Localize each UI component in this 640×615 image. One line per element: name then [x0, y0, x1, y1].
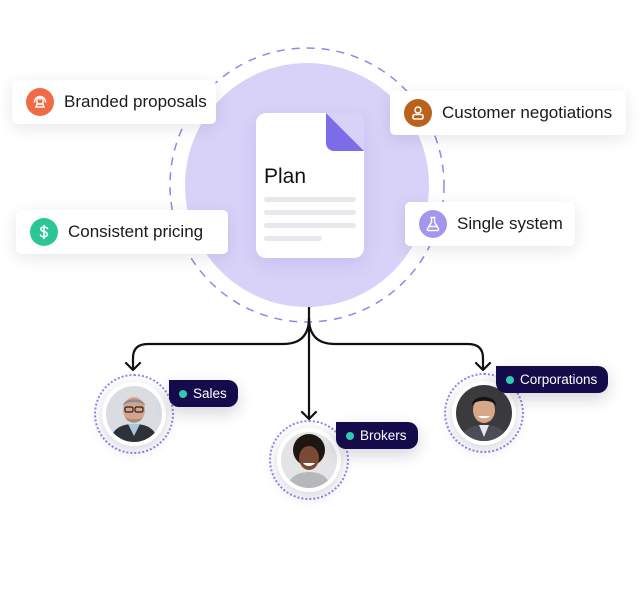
sales-avatar: [102, 382, 166, 446]
audience-tag-brokers: Brokers: [336, 422, 418, 449]
status-dot-icon: [179, 389, 187, 398]
feature-label: Customer negotiations: [442, 103, 613, 122]
document-line: [264, 236, 322, 241]
feature-chip-customer-negotiations: Customer negotiations: [390, 91, 626, 135]
support-agent-icon: [26, 88, 54, 116]
arrow-to-sales: [131, 317, 311, 370]
feature-label: Consistent pricing: [68, 222, 204, 241]
plan-document-card: Plan: [256, 113, 364, 258]
audience-tag-sales: Sales: [169, 380, 238, 407]
feature-chip-branded-proposals: Branded proposals: [12, 80, 216, 124]
corporations-avatar: [452, 381, 516, 445]
arrowhead-corporations-icon: [474, 361, 492, 372]
document-title: Plan: [264, 165, 307, 188]
feature-chip-single-system: Single system: [405, 202, 575, 246]
feature-label: Single system: [457, 214, 563, 233]
audience-label: Brokers: [360, 428, 407, 443]
person-photo-icon: [456, 385, 512, 441]
corporations-avatar-ring: [444, 373, 524, 453]
audience-label: Corporations: [520, 372, 598, 387]
feature-label: Branded proposals: [64, 92, 207, 111]
document-line: [264, 223, 356, 228]
arrowhead-brokers-icon: [300, 410, 318, 421]
flask-icon: [419, 210, 447, 238]
arrowhead-sales-icon: [124, 361, 142, 372]
status-dot-icon: [346, 431, 354, 440]
dashed-orbit-ring: [169, 47, 445, 323]
feature-chip-consistent-pricing: Consistent pricing: [16, 210, 228, 254]
user-icon: [404, 99, 432, 127]
audience-label: Sales: [193, 386, 227, 401]
brokers-avatar: [277, 428, 341, 492]
audience-tag-corporations: Corporations: [496, 366, 609, 393]
person-photo-icon: [281, 432, 337, 488]
brokers-avatar-ring: [269, 420, 349, 500]
sales-avatar-ring: [94, 374, 174, 454]
dollar-icon: [30, 218, 58, 246]
status-dot-icon: [506, 375, 514, 384]
document-line: [264, 197, 356, 202]
person-photo-icon: [106, 386, 162, 442]
arrow-to-corporations: [307, 317, 485, 370]
document-line: [264, 210, 356, 215]
